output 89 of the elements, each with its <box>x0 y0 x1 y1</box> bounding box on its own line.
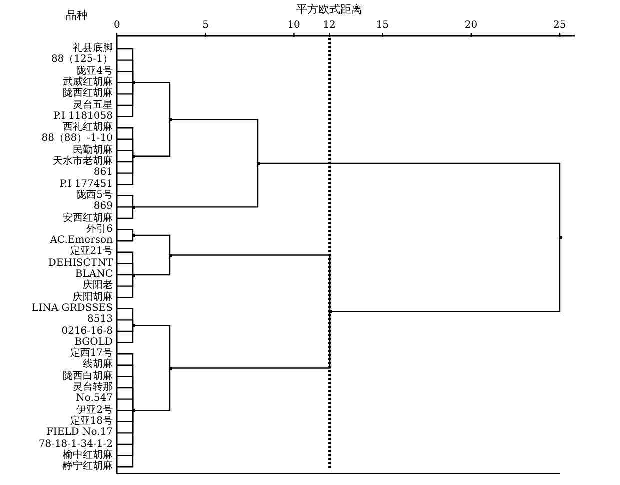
variety-label: 灵台五星 <box>73 100 117 110</box>
junction-point <box>132 274 134 276</box>
dendrogram-branch <box>170 312 331 369</box>
variety-label: 伊亚2号 <box>76 404 117 416</box>
variety-label: BLANC <box>75 269 117 280</box>
dendrogram-branch <box>133 255 171 276</box>
variety-label: 武威红胡麻 <box>63 76 117 88</box>
junction-point <box>558 236 562 240</box>
dendrogram-branch <box>170 254 331 312</box>
tick-label: 12 <box>323 20 336 31</box>
tick-label: 0 <box>114 20 120 31</box>
variety-label: 天水市老胡麻 <box>53 156 117 167</box>
variety-label: 安西红胡麻 <box>63 212 117 224</box>
dendrogram-branch <box>117 229 134 236</box>
dendrogram-branch <box>117 206 134 208</box>
variety-label: 线胡麻 <box>83 359 117 370</box>
axis-title: 平方欧式距离 <box>296 2 363 17</box>
variety-label: P.I 177451 <box>60 178 117 190</box>
dendrogram-branch <box>117 71 134 83</box>
variety-label: 869 <box>94 201 117 212</box>
dendrogram-branch <box>133 368 171 412</box>
variety-label: No.547 <box>76 393 117 404</box>
junction-point <box>132 234 134 237</box>
junction-point <box>132 206 134 209</box>
variety-label: 陇亚4号 <box>76 66 117 77</box>
tick-label: 20 <box>464 20 478 31</box>
dendrogram-branch <box>117 275 134 298</box>
dendrogram-branch <box>133 120 171 157</box>
dendrogram-branch <box>170 119 259 164</box>
dendrogram-branch <box>117 156 134 186</box>
dendrogram-branch <box>117 274 134 276</box>
dendrogram-branch <box>117 410 134 468</box>
variety-label: FIELD No.17 <box>46 427 117 438</box>
variety-label: 8513 <box>88 314 117 326</box>
junction-point <box>132 409 134 412</box>
variety-label: DEHISCTNT <box>48 258 117 269</box>
junction-point <box>168 366 172 370</box>
dendrogram-branch <box>133 163 259 208</box>
variety-label: 庆阳老 <box>83 280 117 292</box>
variety-label: 静宁红胡麻 <box>63 461 117 472</box>
column-heading: 品种 <box>66 8 88 23</box>
variety-label: 88（125-1） <box>51 54 117 66</box>
variety-label: 861 <box>94 167 117 178</box>
dendrogram-branch <box>117 195 134 208</box>
junction-point <box>168 118 172 122</box>
dendrogram-branch <box>330 238 561 312</box>
dendrogram-branch <box>258 162 561 238</box>
dendrogram-branch <box>117 326 134 344</box>
dendrogram-branch <box>117 398 134 411</box>
variety-label: 庆阳胡麻 <box>73 292 117 303</box>
dendrogram-branch <box>117 410 134 412</box>
variety-label: 定亚21号 <box>70 246 117 258</box>
variety-label: 定亚18号 <box>70 416 117 427</box>
variety-label: BGOLD <box>74 336 117 348</box>
variety-label: 灵台转那 <box>73 382 117 393</box>
variety-label: 0216-16-8 <box>62 326 117 336</box>
variety-label: AC.Emerson <box>50 235 117 246</box>
tick-label: 25 <box>554 20 566 31</box>
dendrogram-branch <box>133 325 171 368</box>
junction-point <box>132 324 134 328</box>
variety-label: 78-18-1-34-1-2 <box>38 438 117 450</box>
dendrogram-branch <box>117 82 134 84</box>
variety-label: P.I 1181058 <box>53 110 117 122</box>
tick-label: 15 <box>376 20 390 31</box>
tick-label: 10 <box>288 20 300 31</box>
dendrogram-branch <box>133 82 171 120</box>
junction-point <box>168 254 172 257</box>
variety-label: 定西17号 <box>70 348 117 360</box>
junction-point <box>256 162 260 165</box>
junction-point <box>132 154 134 158</box>
dendrogram-branch <box>117 263 134 275</box>
variety-label: LINA GRDSSES <box>32 302 117 314</box>
variety-label: 陇西白胡麻 <box>63 370 117 382</box>
variety-label: 礼县底脚 <box>73 43 117 54</box>
dendrogram-branch <box>117 82 134 118</box>
variety-label: 榆中红胡麻 <box>63 450 117 461</box>
tick-label: 5 <box>202 20 209 31</box>
dendrogram-branch <box>117 150 134 156</box>
variety-label: 陇西红胡麻 <box>63 88 117 100</box>
variety-label: 民勤胡麻 <box>73 144 117 156</box>
variety-label: 西礼红胡麻 <box>63 122 117 134</box>
dendrogram-branch <box>117 235 134 242</box>
variety-label: 陇西5号 <box>76 190 117 201</box>
variety-label: 外引6 <box>86 224 117 235</box>
junction-point <box>132 81 134 84</box>
dendrogram-branch <box>117 320 134 326</box>
variety-label: 88（88）-1-10 <box>42 133 117 144</box>
dendrogram-branch <box>117 207 134 220</box>
dendrogram-branch <box>133 234 171 256</box>
